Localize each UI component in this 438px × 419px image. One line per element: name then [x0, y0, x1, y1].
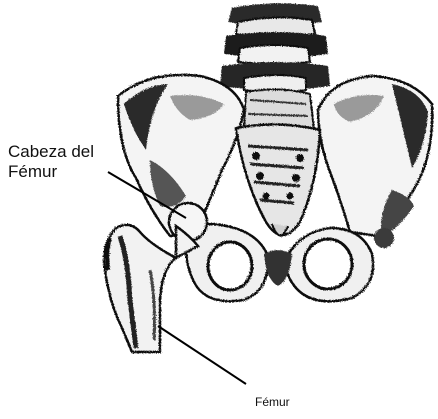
right-iliac-bone — [318, 76, 432, 236]
femur-leader-line — [158, 326, 246, 384]
sacrum — [236, 124, 320, 235]
femur-label: Fémur — [255, 395, 290, 409]
right-femur-head — [374, 228, 394, 248]
femoral-head-label-line2: Fémur — [8, 162, 128, 182]
femoral-head-label: Cabeza del Fémur — [8, 142, 128, 182]
femoral-head-label-line1: Cabeza del — [8, 142, 128, 162]
